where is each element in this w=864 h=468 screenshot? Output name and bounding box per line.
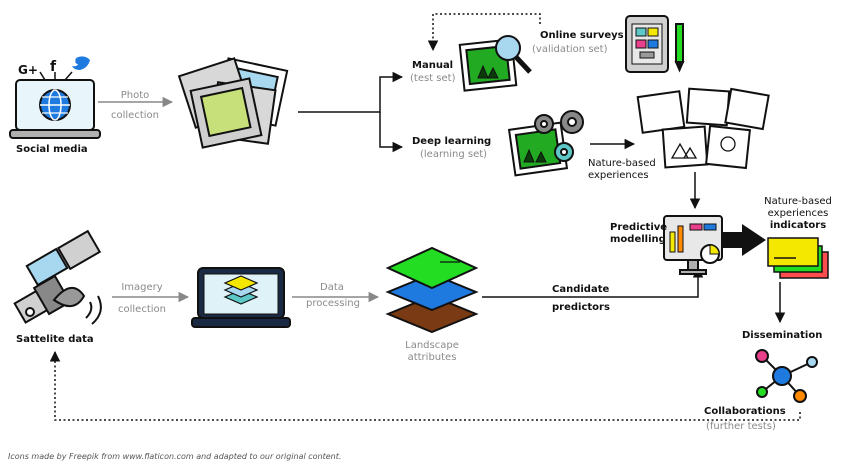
tablet-icon — [625, 15, 685, 73]
deep-learning-icon — [507, 110, 584, 177]
imagery-laptop-icon — [191, 267, 291, 328]
satellite-dish-icon — [52, 287, 86, 307]
label-indicators-2: experiences — [767, 208, 829, 219]
label-candidate: Candidate — [552, 284, 610, 295]
label-manual: Manual — [412, 60, 454, 71]
label-imagery-collection: collection — [118, 304, 166, 315]
label-indicators-1: Nature-based — [764, 196, 832, 207]
big-arrow-predictive-to-indicators — [722, 224, 766, 256]
label-indicators-3: indicators — [769, 220, 827, 231]
label-photo-collection: collection — [111, 110, 159, 121]
arrow-branch-to-deep — [379, 112, 404, 153]
manual-icon — [458, 35, 532, 92]
label-landscape: Landscape — [405, 340, 459, 351]
label-dissemination: Dissemination — [742, 330, 823, 341]
pen-icon — [675, 23, 684, 63]
facebook-icon: f — [50, 59, 57, 75]
label-nbe-2: experiences — [588, 170, 649, 181]
label-further-tests: (further tests) — [706, 421, 776, 432]
satellite-icon — [13, 229, 102, 325]
label-processing: processing — [306, 298, 360, 309]
label-social-media: Social media — [16, 144, 88, 155]
label-deep-learning: Deep learning — [412, 136, 492, 147]
label-nbe-1: Nature-based — [588, 158, 656, 169]
indicators-cards-icon — [767, 237, 829, 279]
predictive-monitor-icon — [663, 215, 723, 275]
label-satellite: Sattelite data — [16, 334, 94, 345]
label-predictors: predictors — [552, 302, 610, 313]
footer-credit: Icons made by Freepik from www.flaticon.… — [8, 452, 342, 461]
label-imagery: Imagery — [121, 282, 163, 293]
arrow-layers-to-predictive — [482, 266, 704, 298]
landscape-layers-icon — [385, 246, 479, 334]
arrow-branch-to-manual — [360, 71, 404, 113]
label-online-surveys: Online surveys — [540, 30, 624, 41]
dotted-surveys-to-manual — [427, 13, 541, 52]
label-learning-set: (learning set) — [420, 149, 488, 160]
google-plus-icon: G+ — [18, 63, 38, 77]
photo-stack-icon — [177, 57, 289, 149]
magnifier-icon — [495, 35, 521, 61]
social-media-icon — [9, 56, 101, 139]
label-collaborations: Collaborations — [704, 406, 786, 417]
connectors — [49, 13, 801, 421]
dissemination-network-icon — [755, 349, 818, 403]
twitter-icon — [72, 56, 90, 70]
nature-photos-icon — [636, 87, 770, 170]
label-predictive: Predictive — [610, 222, 668, 233]
label-photo: Photo — [120, 90, 150, 101]
label-validation-set: (validation set) — [532, 44, 608, 55]
label-data: Data — [320, 282, 344, 293]
label-attributes: attributes — [407, 352, 457, 363]
label-modelling: modelling — [610, 234, 666, 245]
label-test-set: (test set) — [410, 73, 456, 84]
